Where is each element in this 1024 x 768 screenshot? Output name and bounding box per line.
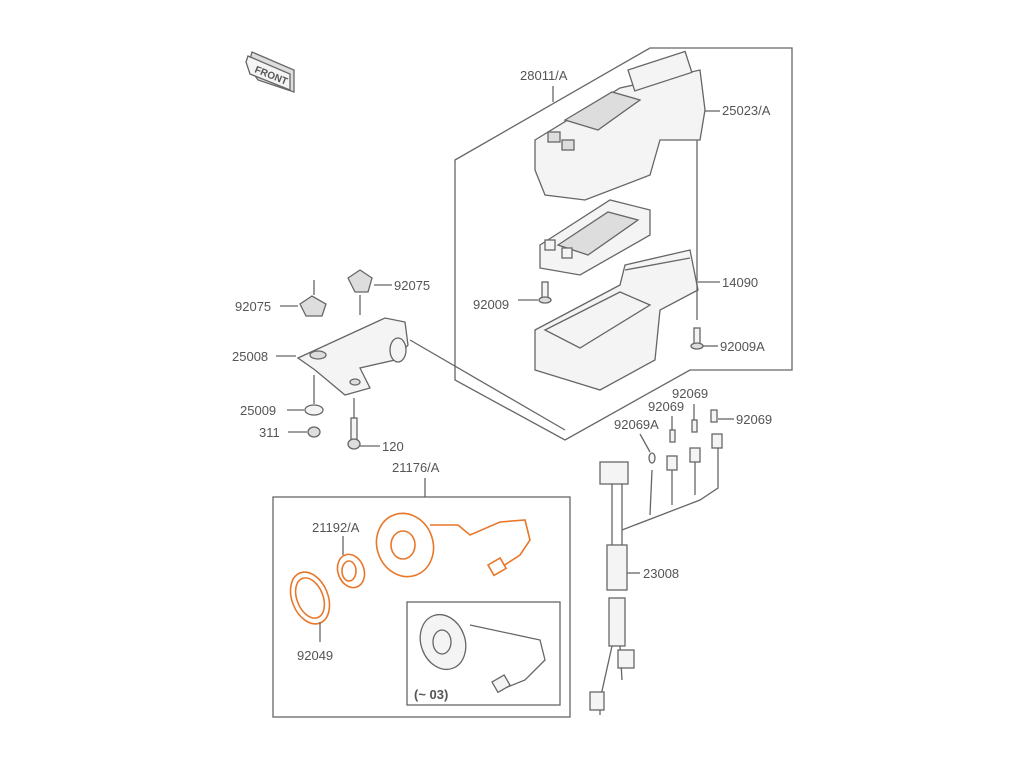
label-120: 120	[382, 439, 404, 454]
label-28011a: 28011/A	[520, 68, 568, 83]
label-25023a: 25023/A	[722, 103, 771, 118]
label-92069-3: 92069	[736, 412, 772, 427]
label-92009a: 92009A	[720, 339, 765, 354]
label-21192a: 21192/A	[312, 520, 360, 535]
label-92075-left: 92075	[235, 299, 271, 314]
screw-92009a	[690, 327, 704, 350]
meter-case-part	[534, 249, 699, 391]
label-variant-note: (~ 03)	[414, 687, 448, 702]
bolt-part	[347, 417, 361, 450]
sensor-part-highlighted	[375, 512, 531, 578]
label-25008: 25008	[232, 349, 268, 364]
label-21176a: 21176/A	[392, 460, 440, 475]
harness-part	[589, 440, 719, 715]
leader-lines	[276, 86, 734, 642]
washer-part	[304, 404, 324, 416]
label-92075-right: 92075	[394, 278, 430, 293]
screw-92009	[538, 281, 552, 304]
variant-inset-box	[406, 601, 561, 706]
meter-cover-part	[534, 50, 706, 201]
label-23008: 23008	[643, 566, 679, 581]
meter-assembly-outline	[454, 47, 793, 441]
bracket-part	[296, 317, 566, 431]
nut-part	[307, 426, 321, 438]
label-92069a: 92069A	[614, 417, 659, 432]
ring-nut-part-highlighted	[336, 553, 366, 589]
sensor-variant-part	[419, 613, 546, 694]
bulbs-part	[648, 409, 723, 471]
damper-left-part	[299, 295, 327, 317]
label-92009: 92009	[473, 297, 509, 312]
sensor-assembly-box	[272, 496, 571, 718]
label-311: 311	[259, 425, 280, 440]
oring-part-highlighted	[289, 571, 331, 625]
front-direction-logo: FRONT	[245, 51, 295, 93]
label-25009: 25009	[240, 403, 276, 418]
label-92069-1: 92069	[648, 399, 684, 414]
damper-right-part	[347, 269, 373, 293]
label-92049: 92049	[297, 648, 333, 663]
meter-panel-part	[539, 199, 651, 276]
label-92069-2: 92069	[672, 386, 708, 401]
label-14090: 14090	[722, 275, 758, 290]
